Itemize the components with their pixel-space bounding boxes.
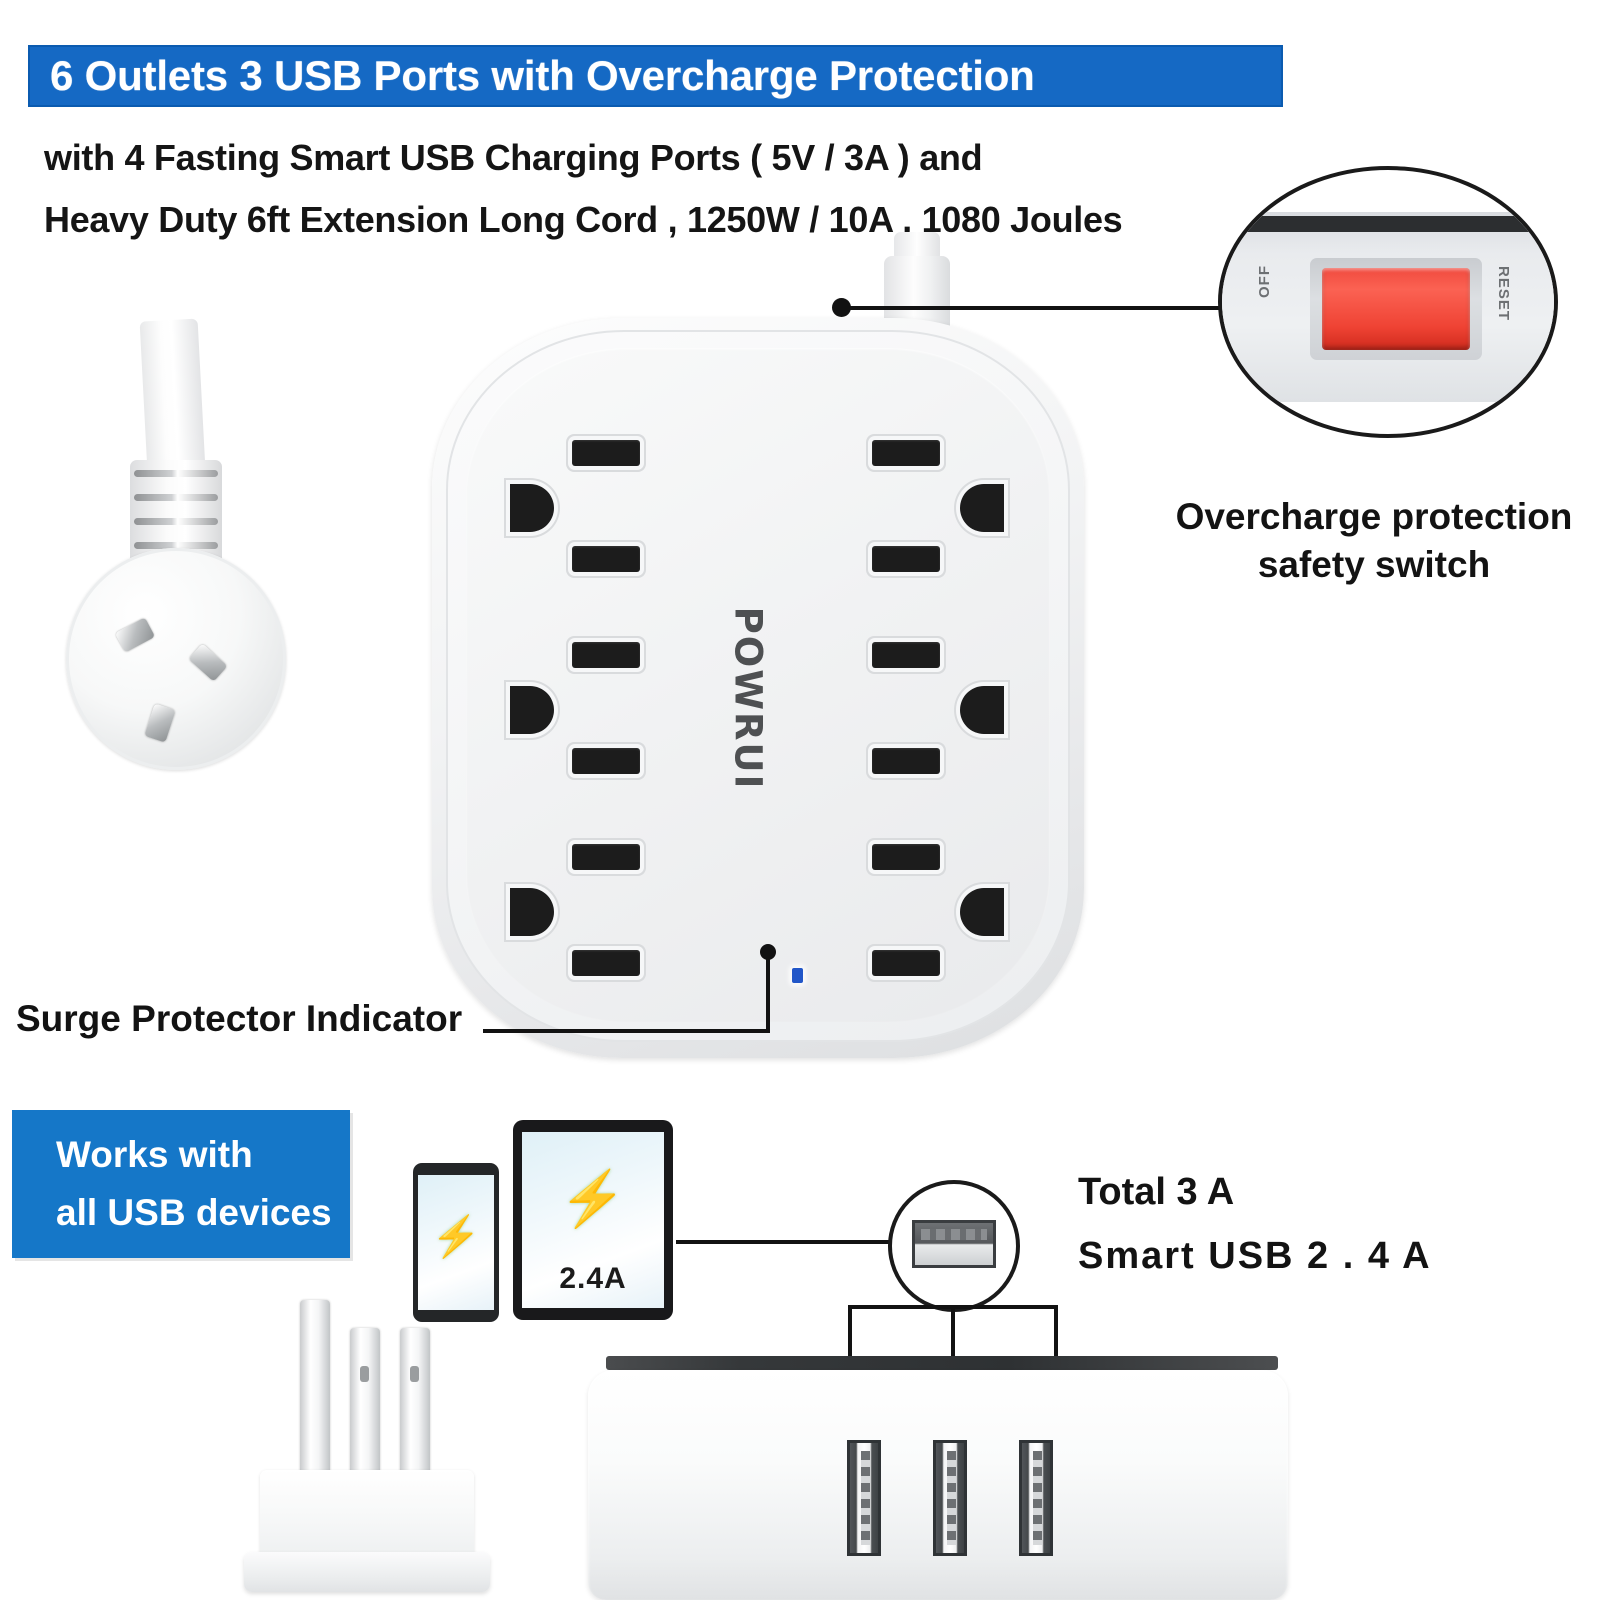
plug-prong <box>400 1328 430 1478</box>
outlet-ground-hole <box>960 888 1004 936</box>
outlet-slot <box>872 642 940 668</box>
brand-logo: POWRUI <box>726 578 770 818</box>
surge-protector-indicator-led <box>792 968 803 983</box>
outlet-ground-hole <box>510 686 554 734</box>
bracket-drop-line <box>951 1305 955 1367</box>
outlet-slot <box>872 546 940 572</box>
usb-port-magnifier <box>888 1180 1020 1312</box>
overcharge-reset-switch[interactable] <box>1322 268 1470 350</box>
plug-prong <box>114 617 156 653</box>
wall-plug-base <box>244 1552 490 1592</box>
brand-logo-text: POWRUI <box>726 606 770 790</box>
plug-prong <box>144 703 176 743</box>
power-cord-plug-illustration <box>60 318 360 790</box>
switch-label-reset: RESET <box>1495 266 1512 322</box>
subtitle-line-2: Heavy Duty 6ft Extension Long Cord , 125… <box>44 199 1123 240</box>
outlet-socket <box>506 642 656 774</box>
wall-plug-body <box>260 1470 474 1562</box>
usb-leader-line <box>676 1240 890 1244</box>
usb-base-body <box>588 1370 1288 1600</box>
prong-hole <box>360 1366 369 1382</box>
outlet-slot <box>572 546 640 572</box>
surge-leader-dot <box>760 944 776 960</box>
outlet-ground-hole <box>510 484 554 532</box>
usb-port <box>847 1440 881 1556</box>
flat-wall-plug-head <box>66 548 286 770</box>
usb-base-top-edge <box>606 1356 1278 1370</box>
tablet-amperage-label: 2.4A <box>559 1262 627 1295</box>
outlet-slot <box>872 950 940 976</box>
overcharge-switch-caption: Overcharge protection safety switch <box>1148 493 1600 589</box>
outlet-ground-hole <box>960 484 1004 532</box>
amperage-caption: Total 3 A Smart USB 2 . 4 A <box>1078 1160 1432 1288</box>
outlet-slot <box>872 748 940 774</box>
outlet-slot <box>572 642 640 668</box>
outlet-slot <box>572 748 640 774</box>
outlet-socket <box>860 642 1010 774</box>
outlet-slot <box>872 440 940 466</box>
bracket-drop-line <box>848 1305 852 1367</box>
phone-screen: ⚡ <box>418 1175 494 1310</box>
surge-indicator-label: Surge Protector Indicator <box>16 998 463 1039</box>
works-with-usb-badge: Works with all USB devices <box>12 1110 350 1258</box>
outlet-ground-hole <box>510 888 554 936</box>
plug-prong <box>188 643 228 682</box>
amp-caption-line-2: Smart USB 2 . 4 A <box>1078 1235 1432 1277</box>
surge-leader-line-horizontal <box>483 1029 770 1033</box>
switch-caption-line-1: Overcharge protection <box>1175 496 1573 537</box>
switch-label-off: OFF <box>1256 265 1273 298</box>
subtitle-line-1: with 4 Fasting Smart USB Charging Ports … <box>44 137 983 178</box>
switch-caption-line-2: safety switch <box>1257 544 1491 585</box>
power-strip-product: POWRUI <box>432 232 1084 1058</box>
wall-plug-illustration <box>238 1280 490 1600</box>
tablet-illustration: ⚡ 2.4A <box>513 1120 673 1320</box>
outlet-socket <box>860 440 1010 572</box>
tablet-screen: ⚡ 2.4A <box>522 1132 664 1308</box>
header-banner: 6 Outlets 3 USB Ports with Overcharge Pr… <box>28 45 1283 107</box>
switch-leader-dot <box>832 298 851 317</box>
usb-badge-line-1: Works with <box>56 1134 253 1175</box>
lightning-bolt-icon: ⚡ <box>559 1168 627 1229</box>
bracket-drop-line <box>1054 1305 1058 1367</box>
plug-prong <box>300 1300 330 1478</box>
usb-badge-line-2: all USB devices <box>56 1192 332 1233</box>
outlet-socket <box>506 844 656 976</box>
switch-leader-line <box>842 306 1224 310</box>
prong-hole <box>410 1366 419 1382</box>
usb-port-icon <box>912 1220 996 1268</box>
lightning-bolt-icon: ⚡ <box>431 1215 481 1260</box>
switch-top-bar <box>1222 216 1554 232</box>
page-title: 6 Outlets 3 USB Ports with Overcharge Pr… <box>50 52 1035 99</box>
magnifier-circle: OFF RESET <box>1218 166 1558 438</box>
amp-caption-line-1: Total 3 A <box>1078 1171 1235 1213</box>
outlet-slot <box>572 844 640 870</box>
outlet-slot <box>872 844 940 870</box>
smartphone-illustration: ⚡ <box>413 1163 499 1322</box>
plug-prong <box>350 1328 380 1478</box>
overcharge-switch-magnifier: OFF RESET <box>1218 166 1558 438</box>
outlet-ground-hole <box>960 686 1004 734</box>
outlet-slot <box>572 950 640 976</box>
usb-port <box>1019 1440 1053 1556</box>
power-strip-face: POWRUI <box>466 348 1050 1022</box>
usb-charging-base <box>588 1356 1288 1600</box>
outlet-socket <box>860 844 1010 976</box>
surge-leader-line-vertical <box>766 952 770 1033</box>
usb-port <box>933 1440 967 1556</box>
outlet-socket <box>506 440 656 572</box>
outlet-slot <box>572 440 640 466</box>
